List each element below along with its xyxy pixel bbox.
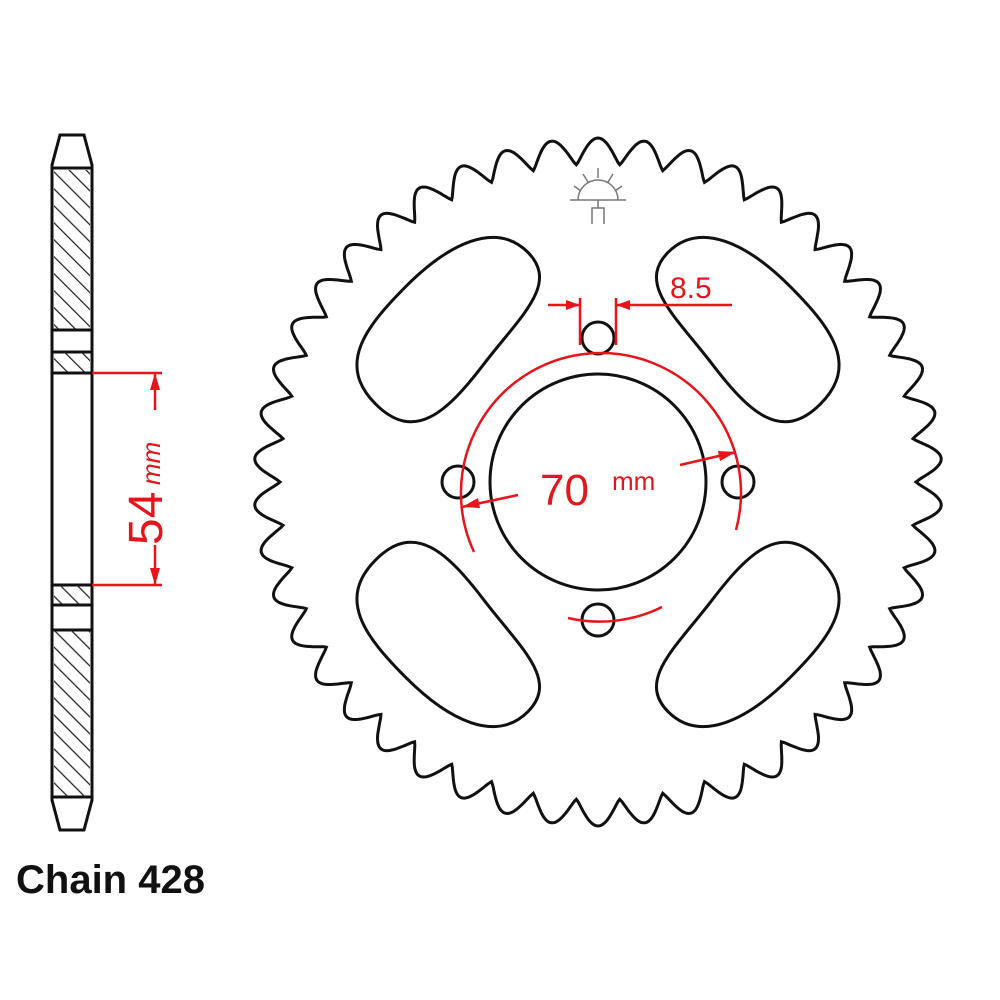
bore-unit: mm bbox=[136, 442, 166, 485]
bore-value: 54 bbox=[120, 492, 173, 545]
brand-logo bbox=[570, 168, 626, 224]
bolt-hole-top bbox=[580, 320, 616, 356]
hatch-bottom bbox=[54, 630, 90, 797]
bolt-hole-left bbox=[440, 464, 476, 500]
lightening-holes bbox=[355, 235, 841, 729]
lightening-hole-top-right bbox=[655, 235, 841, 424]
hatch-upper-hub bbox=[54, 352, 90, 373]
bore-dimension: 54 mm bbox=[92, 371, 173, 587]
arrow-up-icon bbox=[150, 373, 160, 390]
pcd-arc-lower bbox=[567, 605, 663, 623]
lightening-hole-top-left bbox=[355, 235, 541, 424]
arrow-right-icon bbox=[718, 451, 736, 461]
center-bore bbox=[488, 372, 708, 592]
bolt-hole-dimension: 8.5 bbox=[548, 272, 732, 345]
pcd-value: 70 bbox=[540, 466, 589, 515]
arrow-left-icon bbox=[616, 300, 630, 310]
hatch-lower-hub bbox=[54, 585, 90, 605]
bolt-hole-value: 8.5 bbox=[670, 272, 712, 305]
pcd-arc-upper bbox=[459, 351, 743, 553]
hatch-top bbox=[54, 170, 90, 330]
arrow-down-icon bbox=[150, 568, 160, 585]
arrow-left-icon bbox=[462, 498, 480, 508]
side-view: 54 mm bbox=[50, 133, 173, 832]
lightening-hole-bottom-right bbox=[655, 540, 841, 729]
lightening-hole-bottom-left bbox=[355, 540, 541, 729]
pcd-dimension: 70 mm bbox=[459, 351, 743, 623]
side-profile-outline bbox=[50, 133, 94, 832]
pcd-unit: mm bbox=[612, 466, 655, 496]
front-view: 70 mm 8.5 bbox=[253, 136, 943, 828]
arrow-right-icon bbox=[566, 300, 580, 310]
chain-size-caption: Chain 428 bbox=[16, 858, 205, 902]
sprocket-teeth-outline bbox=[253, 136, 943, 828]
